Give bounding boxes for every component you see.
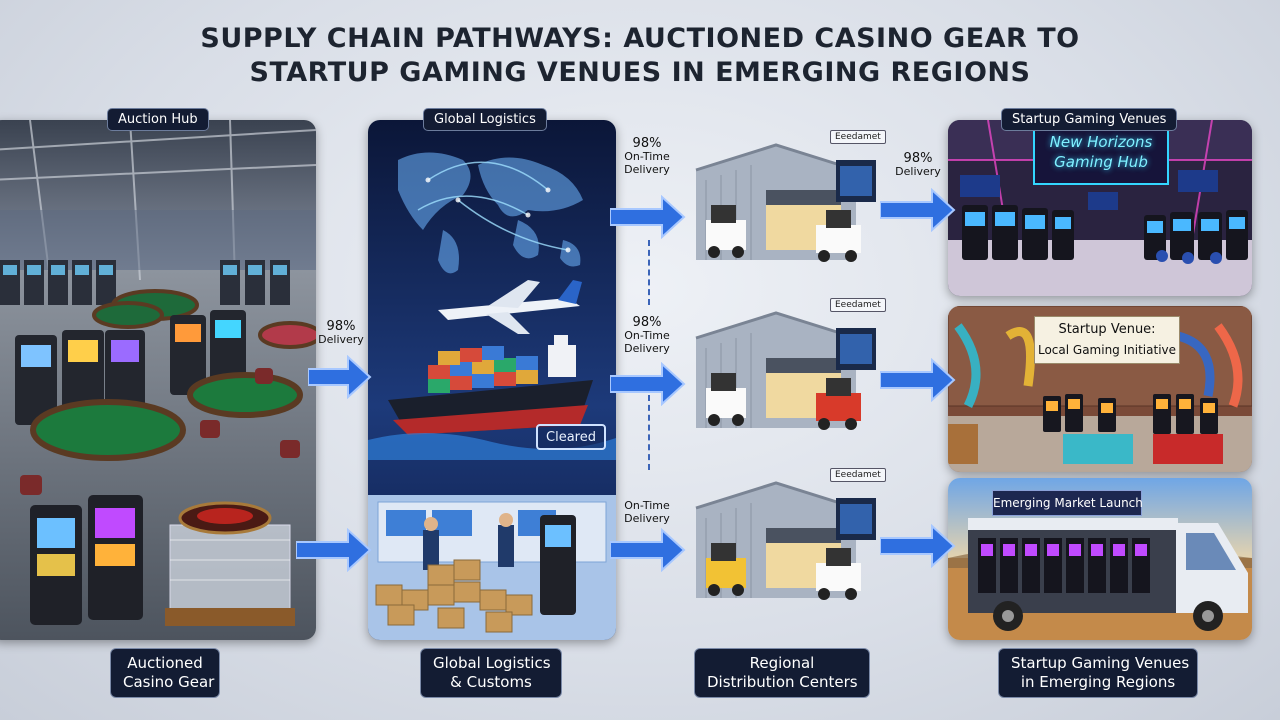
stat-label-line-2: Delivery xyxy=(624,512,670,525)
warehouse-label-middle: Eeedamet xyxy=(830,298,886,312)
caption-line-1: Startup Gaming Venues xyxy=(1011,654,1190,672)
stat-label-line-1: On-Time xyxy=(624,329,670,342)
stat-label: Delivery xyxy=(318,333,364,346)
caption-line-1: Regional xyxy=(749,654,815,672)
stat-label-line-1: On-Time xyxy=(624,499,670,512)
dashed-connector-top xyxy=(648,240,650,305)
dashed-connector-bottom xyxy=(648,395,650,470)
neon-sign-line-1: New Horizons xyxy=(1049,133,1153,151)
venue-banner-line-2: Local Gaming Initiative xyxy=(1037,343,1177,357)
truck-sign: Emerging Market Launch xyxy=(992,490,1143,516)
caption-line-1: Auctioned xyxy=(127,654,203,672)
stat-pct: 98% xyxy=(632,136,662,151)
warehouse-label-top: Eeedamet xyxy=(830,130,886,144)
caption-line-2: in Emerging Regions xyxy=(1020,673,1176,691)
arrow-auction-to-customs xyxy=(296,528,372,572)
stat-logistics-bottom: On-Time Delivery xyxy=(618,499,676,525)
stat-pct: 98% xyxy=(903,151,933,166)
caption-line-2: & Customs xyxy=(450,673,532,691)
auction-hub-tag-label: Auction Hub xyxy=(107,108,209,131)
caption-line-2: Casino Gear xyxy=(123,673,215,691)
neon-sign-line-2: Gaming Hub xyxy=(1054,153,1148,171)
caption-global-logistics: Global Logistics & Customs xyxy=(420,648,562,698)
venue-banner-line-1: Startup Venue: xyxy=(1058,322,1156,337)
caption-regional-distribution: Regional Distribution Centers xyxy=(694,648,870,698)
arrow-warehouse-middle-to-venue xyxy=(880,358,956,402)
title-line-2: STARTUP GAMING VENUES IN EMERGING REGION… xyxy=(249,57,1031,88)
stat-label-line-2: Delivery xyxy=(624,163,670,176)
caption-line-2: Distribution Centers xyxy=(707,673,858,691)
caption-auctioned-casino-gear: Auctioned Casino Gear xyxy=(110,648,220,698)
stat-label: Delivery xyxy=(895,165,941,178)
arrow-logistics-to-warehouse-top xyxy=(610,195,686,239)
startup-venues-tag: Startup Gaming Venues xyxy=(1001,108,1178,131)
stat-label-line-2: Delivery xyxy=(624,342,670,355)
warehouse-label-bottom: Eeedamet xyxy=(830,468,886,482)
cleared-stamp: Cleared xyxy=(536,424,606,450)
venue-new-horizons-panel: New Horizons Gaming Hub xyxy=(948,120,1252,296)
stat-auction-to-logistics: 98% Delivery xyxy=(313,320,369,346)
arrow-warehouse-bottom-to-venue xyxy=(880,524,956,568)
venue-truck-panel: Emerging Market Launch xyxy=(948,478,1252,640)
warehouse-top xyxy=(686,130,886,280)
stat-pct: 98% xyxy=(326,319,356,334)
caption-startup-venues: Startup Gaming Venues in Emerging Region… xyxy=(998,648,1198,698)
arrow-logistics-to-warehouse-middle xyxy=(610,362,686,406)
stat-label-line-1: On-Time xyxy=(624,150,670,163)
venue-banner: Startup Venue: Local Gaming Initiative xyxy=(1034,316,1180,364)
stat-logistics-middle: 98% On-Time Delivery xyxy=(618,316,676,355)
auction-hub-panel xyxy=(0,120,316,640)
title-line-1: SUPPLY CHAIN PATHWAYS: AUCTIONED CASINO … xyxy=(200,23,1080,54)
stat-regional-to-venues: 98% Delivery xyxy=(890,152,946,178)
global-logistics-tag: Global Logistics xyxy=(423,108,547,131)
stat-pct: 98% xyxy=(632,315,662,330)
arrow-warehouse-top-to-venue xyxy=(880,188,956,232)
arrow-logistics-to-warehouse-bottom xyxy=(610,528,686,572)
global-logistics-panel: Cleared xyxy=(368,120,616,640)
warehouse-middle xyxy=(686,298,886,448)
caption-line-1: Global Logistics xyxy=(433,654,551,672)
page-title: SUPPLY CHAIN PATHWAYS: AUCTIONED CASINO … xyxy=(0,22,1280,90)
venue-local-initiative-panel: Startup Venue: Local Gaming Initiative xyxy=(948,306,1252,472)
stat-logistics-top: 98% On-Time Delivery xyxy=(618,137,676,176)
neon-sign: New Horizons Gaming Hub xyxy=(1034,132,1168,172)
warehouse-bottom xyxy=(686,468,886,618)
arrow-auction-to-logistics xyxy=(308,355,372,399)
